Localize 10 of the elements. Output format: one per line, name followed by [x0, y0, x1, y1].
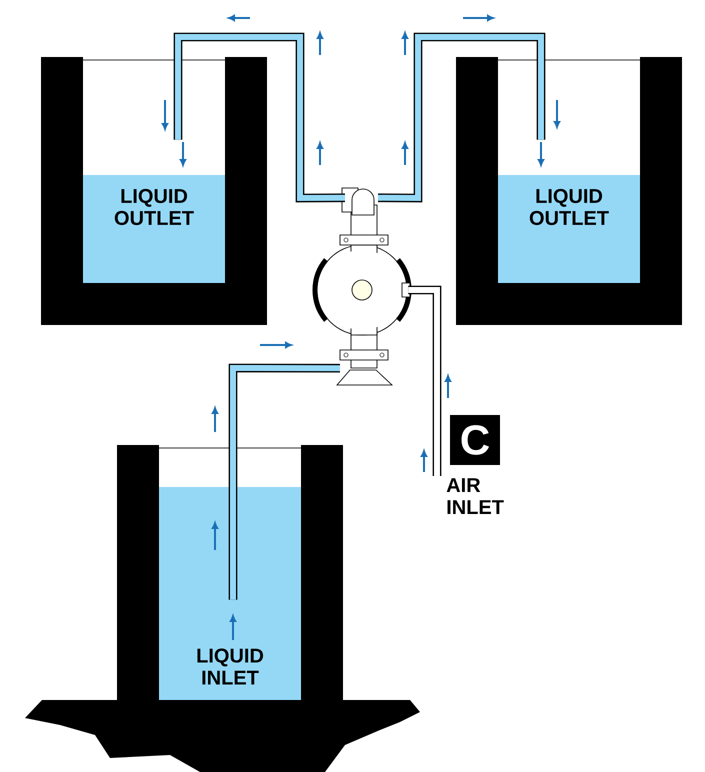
pipe	[408, 286, 442, 476]
tank: LIQUID OUTLET	[456, 57, 682, 325]
inlet-label: AIR INLET	[446, 478, 504, 514]
tank: LIQUID INLET	[117, 445, 343, 705]
tank: LIQUID OUTLET	[41, 57, 267, 325]
pipe	[174, 32, 346, 202]
pump-drawing	[312, 188, 412, 386]
pipe	[378, 32, 546, 202]
letter-badge: C	[450, 415, 500, 465]
pipe	[228, 364, 340, 600]
